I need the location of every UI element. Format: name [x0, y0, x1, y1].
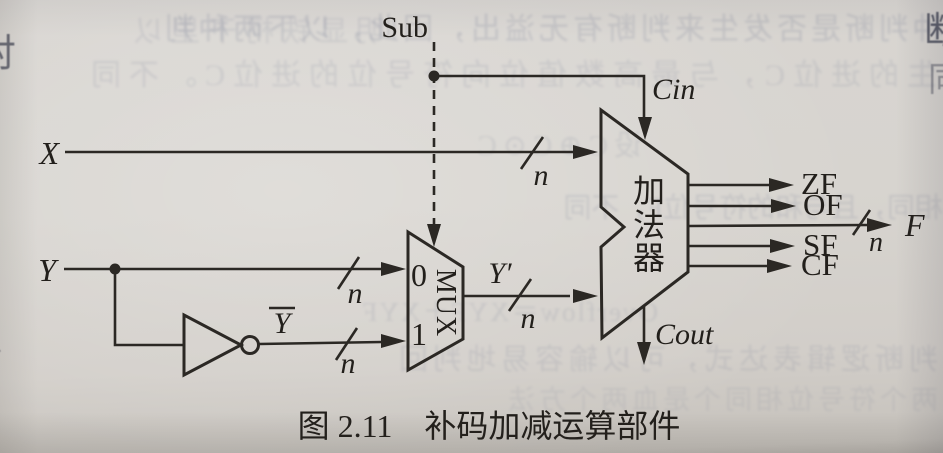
arrowhead-x-into-adder	[573, 145, 598, 159]
arrowhead-of	[771, 199, 796, 213]
y-selected-bus-width-label: n	[521, 302, 536, 335]
adder-name-char: 器	[633, 240, 665, 276]
arrowhead-zf	[769, 178, 794, 192]
y-inverted-wire	[258, 340, 383, 346]
sub-control-wire-group: Sub Cin	[381, 11, 695, 247]
x-bus-width-label: n	[534, 159, 549, 192]
zf-flag-label: ZF	[801, 166, 837, 201]
mux-shape	[406, 229, 465, 373]
arrowhead-down-into-mux	[427, 224, 441, 247]
cin-wire	[434, 74, 646, 119]
arrowhead-f	[867, 218, 892, 232]
y-selected-bus-width-slash	[507, 278, 533, 312]
arrowhead-yselected-into-adder	[573, 289, 598, 303]
y-branch-wire	[113, 269, 184, 347]
y-bus-group: Y n n Y	[38, 252, 406, 380]
cf-flag-label: CF	[801, 247, 839, 282]
mux-label: MUX	[430, 269, 461, 337]
cout-signal-label: Cout	[655, 318, 714, 351]
y-inverted-bus-width-label: n	[341, 347, 356, 380]
figure-caption: 图 2.11 补码加减运算部件	[298, 408, 681, 444]
mux-group: 0 1 MUX	[406, 229, 465, 373]
y-input-label: Y	[38, 252, 59, 288]
adder-group: 加 法 器	[599, 107, 690, 342]
inverter-gate	[182, 312, 245, 378]
adder-name-char: 法	[633, 207, 665, 243]
y-inverted-label: Y	[274, 307, 294, 340]
x-input-label: X	[37, 135, 60, 171]
x-bus-group: X n	[37, 135, 598, 192]
arrowhead-y-into-mux0	[381, 262, 406, 276]
f-bus-width-label: n	[869, 227, 883, 258]
cin-signal-label: Cin	[652, 73, 695, 106]
f-result-label: F	[904, 207, 925, 243]
arrowhead-cf	[767, 259, 792, 273]
sub-signal-label: Sub	[381, 11, 428, 44]
y-selected-bus-group: Y′ n	[464, 257, 598, 335]
sf-flag-label: SF	[803, 227, 837, 262]
x-bus-width-slash	[519, 136, 545, 170]
mux-input1-label: 1	[411, 316, 427, 352]
y-inverted-bus-width-slash	[334, 327, 359, 361]
adder-name-char: 加	[633, 173, 665, 209]
y-bus-width-label: n	[348, 277, 363, 310]
flag-outputs-group: ZF OF n F SF CF	[687, 166, 925, 282]
inverter-bubble	[240, 335, 260, 355]
y-bus-width-slash	[336, 256, 361, 290]
mux-input0-label: 0	[411, 257, 427, 293]
f-result-wire	[687, 223, 870, 228]
f-bus-width-slash	[851, 209, 872, 236]
adder-shape	[599, 107, 690, 342]
arrowhead-down-into-adder-cin	[638, 117, 652, 140]
of-flag-label: OF	[803, 187, 843, 222]
arrowhead-ybar-into-mux1	[381, 334, 406, 348]
arrowhead-sf	[770, 239, 795, 253]
arrowhead-cout	[637, 342, 651, 365]
cout-group: Cout	[637, 306, 714, 365]
y-selected-label: Y′	[488, 257, 512, 290]
